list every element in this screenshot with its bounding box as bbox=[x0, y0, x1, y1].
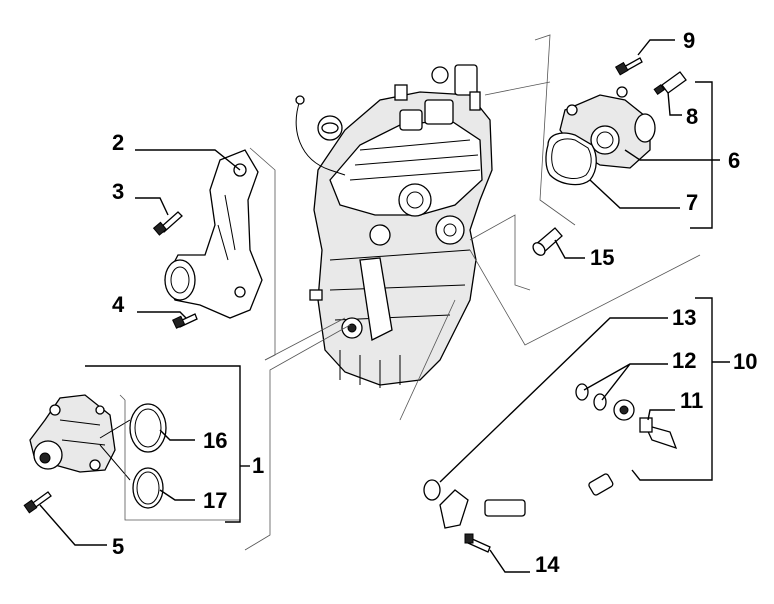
callout-5: 5 bbox=[112, 534, 124, 559]
callout-13: 13 bbox=[672, 305, 696, 330]
callout-8: 8 bbox=[686, 104, 698, 129]
o-ring-large bbox=[129, 403, 167, 453]
o-ring-small bbox=[132, 467, 164, 509]
bolt-9 bbox=[614, 57, 643, 76]
bolt-14 bbox=[464, 533, 491, 553]
thermostat-gasket bbox=[545, 132, 597, 186]
bolt-3 bbox=[152, 211, 183, 236]
callout-1: 1 bbox=[252, 453, 264, 478]
coolant-pipe-assembly bbox=[423, 383, 635, 529]
temperature-sensor bbox=[653, 71, 687, 96]
callout-15: 15 bbox=[590, 245, 614, 270]
callout-6: 6 bbox=[728, 148, 740, 173]
callout-14: 14 bbox=[535, 552, 560, 577]
callout-12: 12 bbox=[672, 348, 696, 373]
callout-4: 4 bbox=[112, 292, 125, 317]
bolt-5 bbox=[23, 491, 52, 514]
callout-11: 11 bbox=[680, 388, 703, 413]
callout-3: 3 bbox=[112, 179, 124, 204]
banjo-bolt-11 bbox=[639, 417, 678, 450]
engine-block bbox=[295, 64, 493, 388]
water-pump bbox=[29, 394, 116, 473]
callout-2: 2 bbox=[112, 130, 124, 155]
water-pump-pipe bbox=[164, 149, 263, 319]
callouts: 2 3 4 1 16 17 5 9 8 6 7 15 13 12 10 11 1… bbox=[112, 28, 757, 577]
callout-17: 17 bbox=[203, 488, 227, 513]
bolt-4 bbox=[172, 313, 198, 329]
callout-9: 9 bbox=[683, 28, 695, 53]
guide-lines bbox=[244, 34, 701, 551]
callout-16: 16 bbox=[203, 428, 227, 453]
plug-fitting bbox=[532, 227, 563, 256]
callout-7: 7 bbox=[686, 190, 698, 215]
leader-lines bbox=[39, 39, 730, 573]
callout-10: 10 bbox=[733, 349, 757, 374]
